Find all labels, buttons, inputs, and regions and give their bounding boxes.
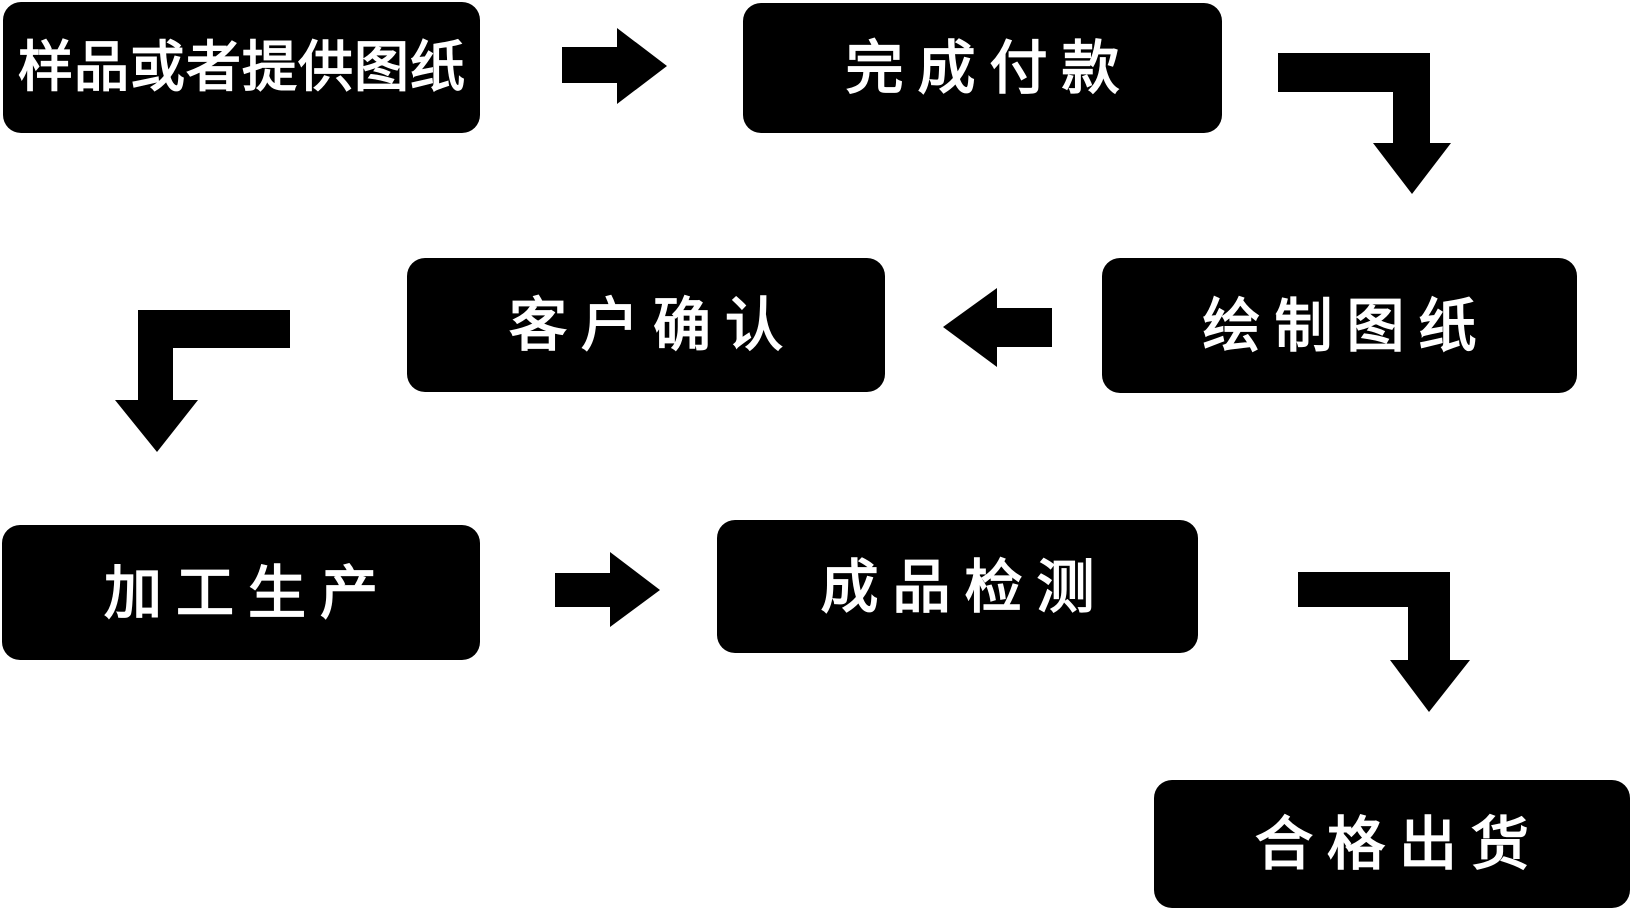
arrow-inspection-to-shipment-icon	[1298, 572, 1470, 712]
flow-node-complete-payment: 完成付款	[743, 3, 1222, 133]
arrow-sample-to-payment-icon	[562, 28, 667, 104]
flow-node-sample-or-drawing: 样品或者提供图纸	[3, 2, 480, 133]
flow-node-draw-drawing: 绘制图纸	[1102, 258, 1577, 393]
arrow-payment-to-drawing-icon	[1278, 53, 1451, 194]
arrow-production-to-inspection-icon	[555, 552, 660, 627]
flow-node-customer-confirm: 客户确认	[407, 258, 885, 392]
flow-node-qualified-shipment: 合格出货	[1154, 780, 1630, 908]
arrow-confirm-to-production-icon	[115, 310, 290, 452]
flow-node-product-inspection: 成品检测	[717, 520, 1198, 653]
flow-node-processing-production: 加工生产	[2, 525, 480, 660]
arrow-drawing-to-confirm-icon	[943, 288, 1052, 367]
